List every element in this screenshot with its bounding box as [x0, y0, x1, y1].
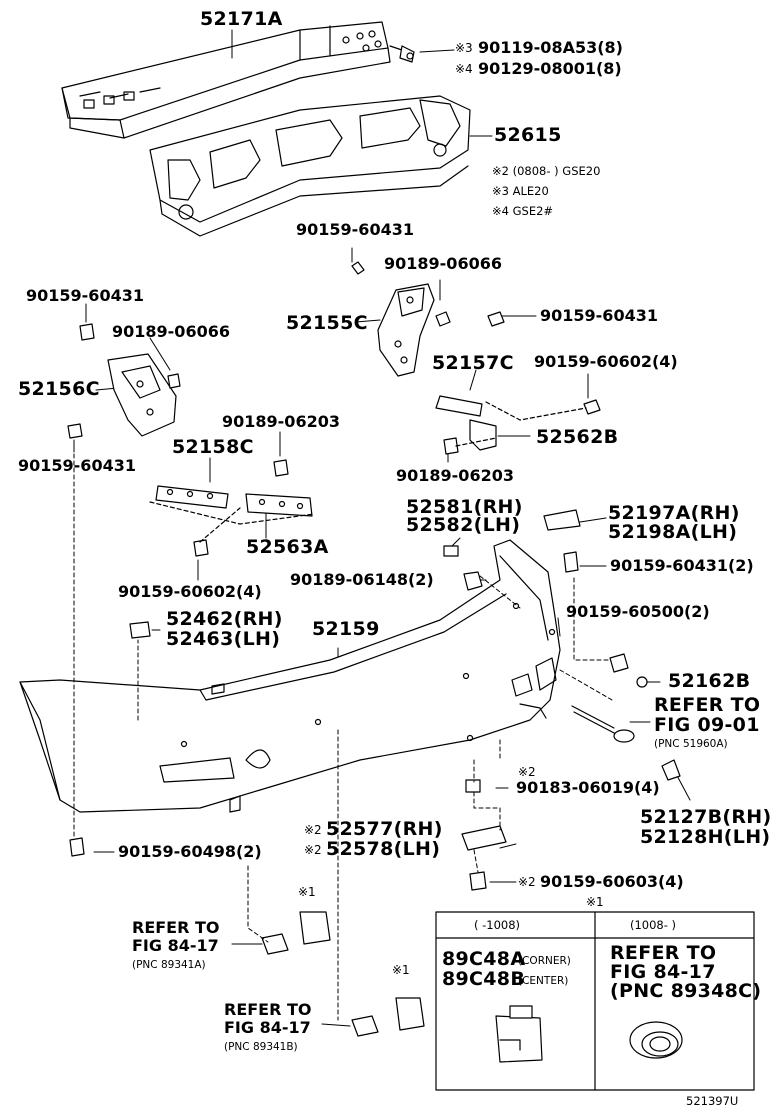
mark-1-b: ※1: [392, 963, 410, 977]
bolt-90119: [389, 45, 415, 63]
fastener-90159-60498-label: 90159-60498(2): [118, 842, 262, 861]
table-refer-to-label: REFER TO: [610, 942, 717, 964]
fastener-90159-60431-2-label: 90159-60431(2): [610, 556, 754, 575]
part-52155c-label: 52155C: [286, 312, 368, 334]
fastener-90159-top-label: 90159-60431: [296, 220, 414, 239]
note-3: ※3 ALE20: [492, 184, 549, 198]
part-52159-label: 52159: [312, 618, 380, 640]
refer-to-b-label: REFER TO: [224, 1000, 312, 1019]
mark-3: ※3: [455, 41, 473, 55]
fastener-90159-left-label: 90159-60431: [26, 286, 144, 305]
part-52157c-label: 52157C: [432, 352, 514, 374]
fastener-90183-label: 90183-06019(4): [516, 778, 660, 797]
part-52581-label: 52581(RH): [406, 496, 523, 518]
table-corner-label: (CORNER): [518, 955, 571, 967]
fastener-90159-60602-right-label: 90159-60602(4): [534, 352, 678, 371]
table-col2-header: (1008- ): [630, 918, 677, 932]
fastener-90129-label: 90129-08001(8): [478, 59, 622, 78]
pnc-89341b-label: (PNC 89341B): [224, 1041, 298, 1053]
part-52197a-label: 52197A(RH): [608, 502, 740, 524]
fig-8417-a-label: FIG 84-17: [132, 936, 219, 955]
fastener-90189-top-label: 90189-06066: [384, 254, 502, 273]
pnc-51960a-label: (PNC 51960A): [654, 738, 728, 750]
retainer-52157c: [435, 395, 601, 455]
pnc-89341a-label: (PNC 89341A): [132, 959, 206, 971]
table-89c48b-label: 89C48B: [442, 968, 526, 990]
small-clips: [129, 509, 648, 688]
mark-2-d: ※2: [518, 875, 536, 889]
bracket-52155c: [351, 261, 505, 377]
part-52578-label: 52578(LH): [326, 838, 441, 860]
bumper-reinforcement: [61, 21, 391, 139]
fastener-90159-60603-label: 90159-60603(4): [540, 872, 684, 891]
part-52462-label: 52462(RH): [166, 608, 283, 630]
mark-2-c: ※2: [304, 843, 322, 857]
refer-to-a-label: REFER TO: [132, 918, 220, 937]
bracket-52156c: [67, 323, 181, 439]
mark-2-b: ※2: [304, 823, 322, 837]
fig-8417-b-label: FIG 84-17: [224, 1018, 311, 1037]
part-52198a-label: 52198A(LH): [608, 521, 738, 543]
table-col1-header: ( -1008): [474, 918, 521, 932]
fastener-90159-60602-left-label: 90159-60602(4): [118, 582, 262, 601]
fastener-90189-06203-right-label: 90189-06203: [396, 466, 514, 485]
dashed-guides: [73, 439, 613, 1021]
lower-parts: [69, 779, 507, 1037]
part-52128h-label: 52128H(LH): [640, 826, 771, 848]
variant-table: [435, 911, 755, 1091]
diagram-id: 521397U: [686, 1094, 739, 1108]
part-52563a-label: 52563A: [246, 536, 329, 558]
part-52156c-label: 52156C: [18, 378, 100, 400]
part-52463-label: 52463(LH): [166, 628, 281, 650]
towing-eye: [571, 705, 681, 781]
mark-2-a: ※2: [518, 765, 536, 779]
bumper-cover: [19, 539, 561, 813]
table-89c48a-label: 89C48A: [442, 948, 526, 970]
mark-4: ※4: [455, 62, 473, 76]
energy-absorber: [149, 95, 471, 237]
part-52158c-label: 52158C: [172, 436, 254, 458]
fastener-90159-lower-left-label: 90159-60431: [18, 456, 136, 475]
table-pnc-89348c-label: (PNC 89348C): [610, 980, 762, 1002]
fastener-90159-60500-label: 90159-60500(2): [566, 602, 710, 621]
retainer-52158c: [149, 459, 315, 557]
fastener-90119-label: 90119-08A53(8): [478, 38, 623, 57]
part-52171a-label: 52171A: [200, 8, 283, 30]
note-2: ※2 (0808- ) GSE20: [492, 164, 601, 178]
mark-1-a: ※1: [298, 885, 316, 899]
fastener-90159-right-label: 90159-60431: [540, 306, 658, 325]
part-52582-label: 52582(LH): [406, 514, 521, 536]
mark-1-table: ※1: [586, 895, 604, 909]
fig-0901-label: FIG 09-01: [654, 714, 760, 736]
table-center-label: (CENTER): [518, 975, 569, 987]
sensor-89348c: [629, 1021, 683, 1059]
part-52162b-label: 52162B: [668, 670, 751, 692]
fastener-90189-06203-left-label: 90189-06203: [222, 412, 340, 431]
fastener-90189-left-label: 90189-06066: [112, 322, 230, 341]
part-52562b-label: 52562B: [536, 426, 619, 448]
part-52577-label: 52577(RH): [326, 818, 443, 840]
part-52615-label: 52615: [494, 124, 562, 146]
refer-to-0901-label: REFER TO: [654, 694, 761, 716]
fastener-90189-06148-label: 90189-06148(2): [290, 570, 434, 589]
table-fig-8417-label: FIG 84-17: [610, 961, 716, 983]
part-52127b-label: 52127B(RH): [640, 806, 771, 828]
note-4: ※4 GSE2#: [492, 204, 554, 218]
sensor-retainer-89c48: [495, 1005, 543, 1063]
